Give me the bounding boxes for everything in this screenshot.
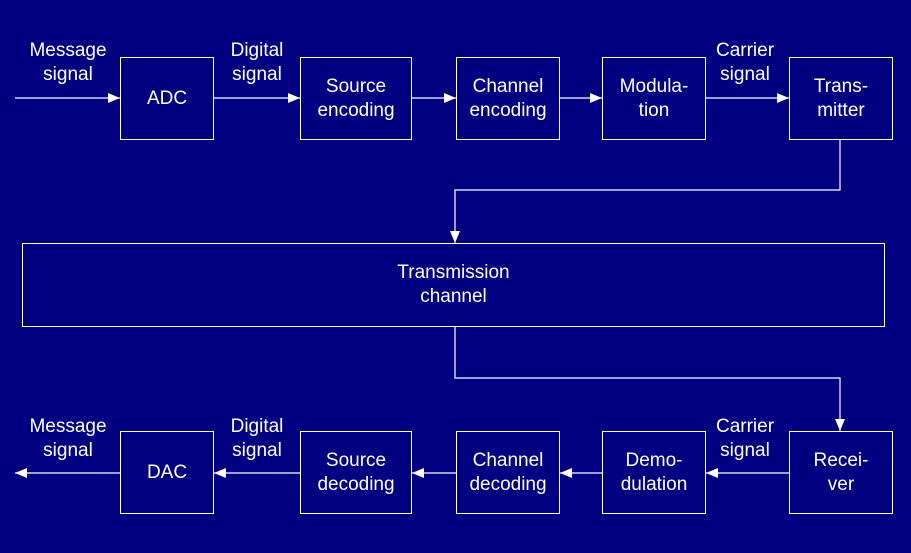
dac-block: DAC [120,431,214,514]
adc-block: ADC [120,57,214,140]
modulation-block: Modula- tion [602,57,706,140]
channel-decoding-block: Channel decoding [456,431,560,514]
transmitter-block: Trans- mitter [789,57,893,140]
digital-signal-top-label: Digital signal [230,40,284,85]
transmission-channel-block: Transmission channel [22,243,885,327]
source-decoding-block: Source decoding [300,431,412,514]
receiver-block: Recei- ver [789,431,893,514]
channel-encoding-block: Channel encoding [456,57,560,140]
digital-signal-bottom-label: Digital signal [230,416,284,461]
carrier-signal-bottom-label: Carrier signal [715,416,775,461]
message-signal-input-label: Message signal [29,40,107,85]
demodulation-block: Demo- dulation [602,431,706,514]
carrier-signal-top-label: Carrier signal [715,40,775,85]
message-signal-output-label: Message signal [29,416,107,461]
source-encoding-block: Source encoding [300,57,412,140]
arrow-channel-to-receiver [454,327,845,431]
arrow-transmitter-to-channel [450,140,841,243]
